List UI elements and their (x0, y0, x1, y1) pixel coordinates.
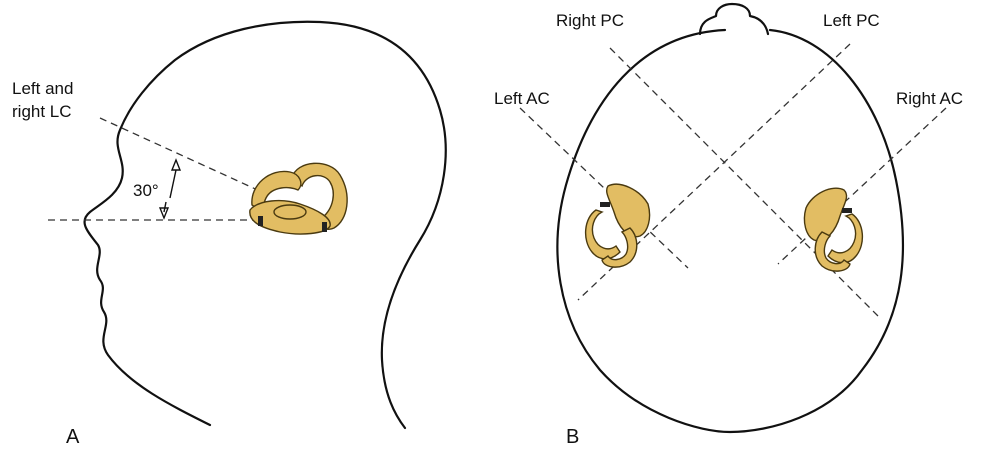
lc-label-line1: Left and (12, 79, 73, 98)
left-pc-label: Left PC (823, 11, 880, 30)
head-top-outline (557, 30, 903, 432)
panel-b-letter: B (566, 426, 579, 448)
inner-ear-lateral (250, 163, 347, 234)
inner-ear-left (586, 184, 650, 267)
right-ac-label: Right AC (896, 89, 963, 108)
left-ac-label: Left AC (494, 89, 550, 108)
angle-label: 30° (133, 181, 159, 200)
right-pc-line (610, 48, 880, 318)
panel-b: Right PC Left PC Left AC Right AC B (494, 4, 963, 448)
panel-a: 30° Left and right LC A (12, 22, 446, 448)
inner-ear-right (804, 188, 862, 271)
nose-outline (700, 4, 768, 34)
left-ac-line (520, 108, 688, 268)
panel-a-letter: A (66, 426, 80, 448)
lc-plane-line (100, 118, 262, 192)
angle-arrow (160, 160, 180, 218)
right-pc-label: Right PC (556, 11, 624, 30)
lc-label-line2: right LC (12, 102, 72, 121)
